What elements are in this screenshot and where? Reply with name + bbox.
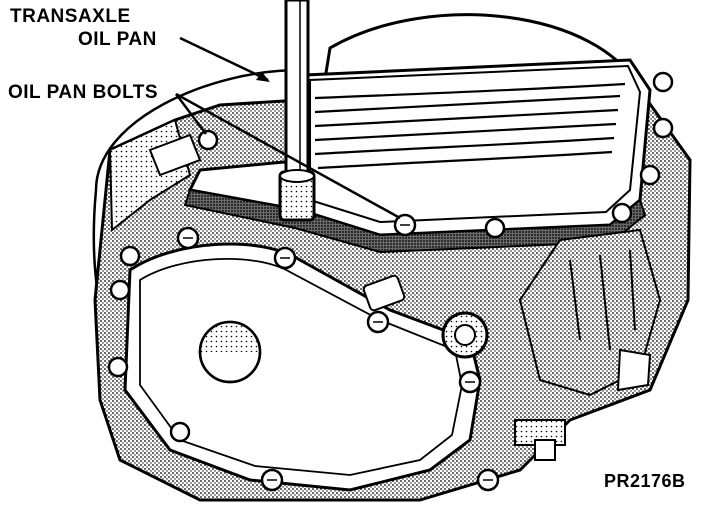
- label-transaxle: TRANSAXLE: [10, 6, 131, 27]
- dipstick-tube: [284, 0, 310, 182]
- bolt: [169, 421, 191, 443]
- bolt: [652, 117, 674, 139]
- leader-bolts-2: [175, 92, 401, 220]
- label-oil-pan: OIL PAN: [78, 29, 157, 50]
- bolt: [107, 356, 129, 378]
- bolt: [652, 71, 674, 93]
- label-oil-pan-bolts: OIL PAN BOLTS: [8, 82, 159, 103]
- bolt: [119, 245, 141, 267]
- bolt: [611, 202, 633, 224]
- leader-oil-pan: [179, 36, 269, 82]
- figure-code: PR2176B: [604, 471, 686, 491]
- oil-pan-bolts: [107, 71, 674, 492]
- leader-bolts-1: [175, 93, 207, 135]
- bolt: [197, 129, 219, 151]
- bolt: [639, 164, 661, 186]
- bolt: [484, 217, 506, 239]
- bolt: [109, 279, 131, 301]
